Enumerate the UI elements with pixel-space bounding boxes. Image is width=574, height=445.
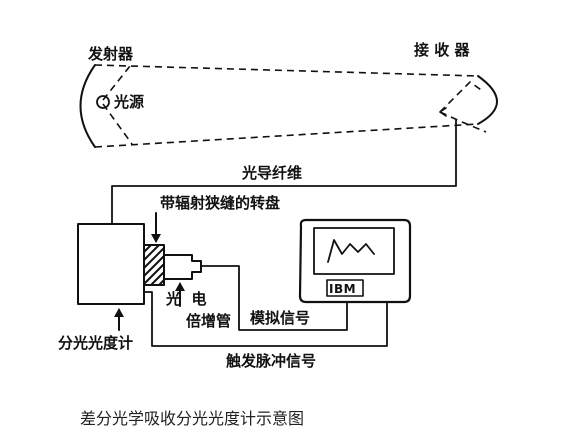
computer-brand-label: IBM bbox=[329, 282, 356, 296]
light-source-icon bbox=[96, 95, 110, 109]
receiver-collector bbox=[439, 80, 487, 133]
spectrophotometer-label: 分光光度计 bbox=[58, 334, 133, 352]
slit-disc-label: 带辐射狭缝的转盘 bbox=[160, 194, 280, 212]
trigger-signal-label: 触发脉冲信号 bbox=[226, 352, 316, 370]
optical-fiber-line bbox=[111, 119, 457, 225]
trigger-pulse-line bbox=[143, 291, 388, 347]
photomultiplier-tube bbox=[163, 254, 202, 280]
computer-monitor bbox=[298, 218, 412, 304]
figure-caption: 差分光学吸收分光光度计示意图 bbox=[80, 409, 304, 428]
spectrophotometer-pointer-arrow bbox=[114, 308, 124, 331]
photomultiplier-pointer-arrow bbox=[175, 282, 185, 307]
slit-disc-icon bbox=[143, 244, 165, 286]
analog-signal-line bbox=[200, 265, 348, 331]
receiver-label: 接 收 器 bbox=[414, 41, 470, 59]
optical-fiber-label: 光导纤维 bbox=[241, 164, 302, 182]
waveform-icon bbox=[327, 239, 375, 263]
photomultiplier-label-line2: 倍增管 bbox=[186, 312, 231, 330]
analog-signal-label: 模拟信号 bbox=[250, 309, 310, 327]
photomultiplier-label-line1: 光 电 bbox=[165, 290, 206, 308]
emitter-label: 发射器 bbox=[87, 45, 134, 63]
light-source-label: 光源 bbox=[113, 93, 144, 111]
disc-pointer-arrow bbox=[151, 212, 161, 243]
light-path-capsule bbox=[79, 64, 498, 148]
spectrophotometer-box bbox=[77, 223, 145, 305]
